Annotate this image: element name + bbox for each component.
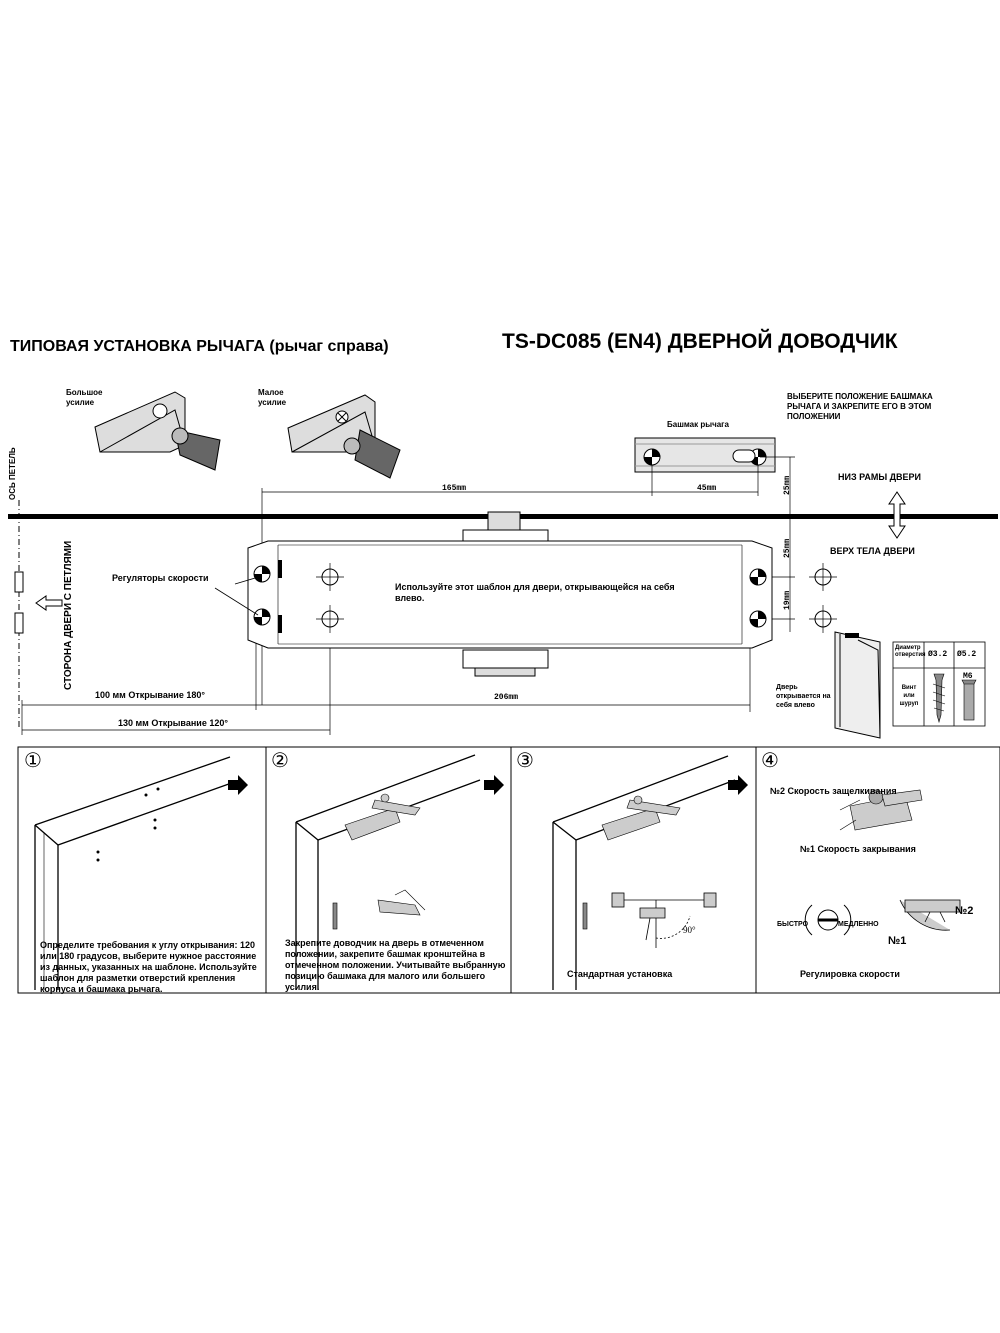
dim-206: 206mm	[494, 693, 519, 702]
arm-shoe-plate	[634, 437, 776, 473]
hinge-lower	[14, 612, 24, 634]
panel1-marks	[96, 787, 160, 862]
step-1-text: Определите требования к углу открывания:…	[40, 940, 257, 994]
hinge-upper	[14, 571, 24, 593]
hinge-axis-label: ОСЬ ПЕТЕЛЬ	[8, 447, 17, 500]
page-title-left: ТИПОВАЯ УСТАНОВКА РЫЧАГА (рычаг справа)	[10, 338, 389, 355]
door-opens-label: Дверь открывается на себя влево	[776, 684, 831, 709]
page-title-right: TS-DC085 (EN4) ДВЕРНОЙ ДОВОДЧИК	[502, 330, 898, 353]
step-3-number: ③	[516, 750, 534, 772]
hinge-side-label: СТОРОНА ДВЕРИ С ПЕТЛЯМИ	[63, 540, 74, 690]
opening-180-label: 100 мм Открывание 180°	[95, 690, 205, 700]
step-4-text: Регулировка скорости	[800, 969, 900, 979]
step-2-text: Закрепите доводчик на дверь в отмеченном…	[285, 938, 506, 992]
panels-frame	[17, 746, 1000, 994]
spec-table	[892, 641, 986, 727]
dim-19: 19mm	[783, 590, 792, 610]
regulator-pointer	[214, 587, 259, 616]
spec-m6: M6	[963, 672, 973, 681]
double-arrow	[888, 491, 906, 539]
panel3-arrow-icon	[728, 775, 748, 795]
screw-icon	[932, 673, 977, 724]
step-4-close-label: №1 Скорость закрывания	[800, 844, 916, 854]
spec-screw-label: Винт или шуруп	[899, 685, 919, 707]
panel3-closer	[582, 795, 681, 930]
opening-120-label: 130 мм Открывание 120°	[118, 718, 228, 728]
template-note: Используйте этот шаблон для двери, откры…	[395, 582, 675, 603]
panel4-valve-illustration	[899, 899, 961, 931]
step-4-latch-label: №2 Скорость защелкивания	[770, 786, 897, 796]
spec-diameter-label: Диаметр отверстия	[895, 645, 926, 658]
select-shoe-note: ВЫБЕРИТЕ ПОЛОЖЕНИЕ БАШМАКА РЫЧАГА И ЗАКР…	[787, 392, 933, 421]
closer-body	[247, 511, 773, 677]
step-4-n1: №1	[888, 935, 907, 947]
step-2-number: ②	[271, 750, 289, 772]
panel4-closer	[839, 789, 923, 831]
step-1-number: ①	[24, 750, 42, 772]
speed-dial-icon	[804, 904, 852, 936]
dim-25-top: 25mm	[783, 475, 792, 495]
dim-165: 165mm	[442, 484, 467, 493]
force-large-illustration	[94, 391, 221, 471]
spec-d2: Ø5.2	[957, 650, 977, 659]
spec-d1: Ø3.2	[928, 650, 948, 659]
arm-shoe-label: Башмак рычага	[667, 420, 729, 429]
hinge-side-arrow	[35, 595, 63, 611]
panel2-closer-exploded	[332, 793, 426, 930]
step-4-fast-label: БЫСТРО	[777, 921, 809, 928]
step-4-slow-label: МЕДЛЕННО	[838, 921, 879, 928]
panel1-door-illustration	[34, 756, 241, 990]
door-top-label: ВЕРХ ТЕЛА ДВЕРИ	[830, 546, 915, 556]
force-small-illustration	[287, 394, 401, 479]
step-3-text: Стандартная установка	[567, 969, 673, 979]
panel3-topview	[611, 892, 717, 948]
panel1-arrow-icon	[228, 775, 248, 795]
step-4-number: ④	[761, 750, 779, 772]
panel3-door-illustration	[552, 755, 736, 990]
dim-45: 45mm	[697, 484, 717, 493]
force-large-label: Большое усилие	[66, 388, 103, 407]
door-mini-illustration	[834, 631, 881, 739]
step-4-n2: №2	[955, 905, 974, 917]
step-3-angle: 90°	[683, 925, 696, 935]
panel2-arrow-icon	[484, 775, 504, 795]
speed-regulators-label: Регуляторы скорости	[112, 573, 209, 583]
dim-25-mid: 25mm	[783, 538, 792, 558]
force-small-label: Малое усилие	[258, 388, 287, 407]
frame-bottom-label: НИЗ РАМЫ ДВЕРИ	[838, 472, 922, 482]
